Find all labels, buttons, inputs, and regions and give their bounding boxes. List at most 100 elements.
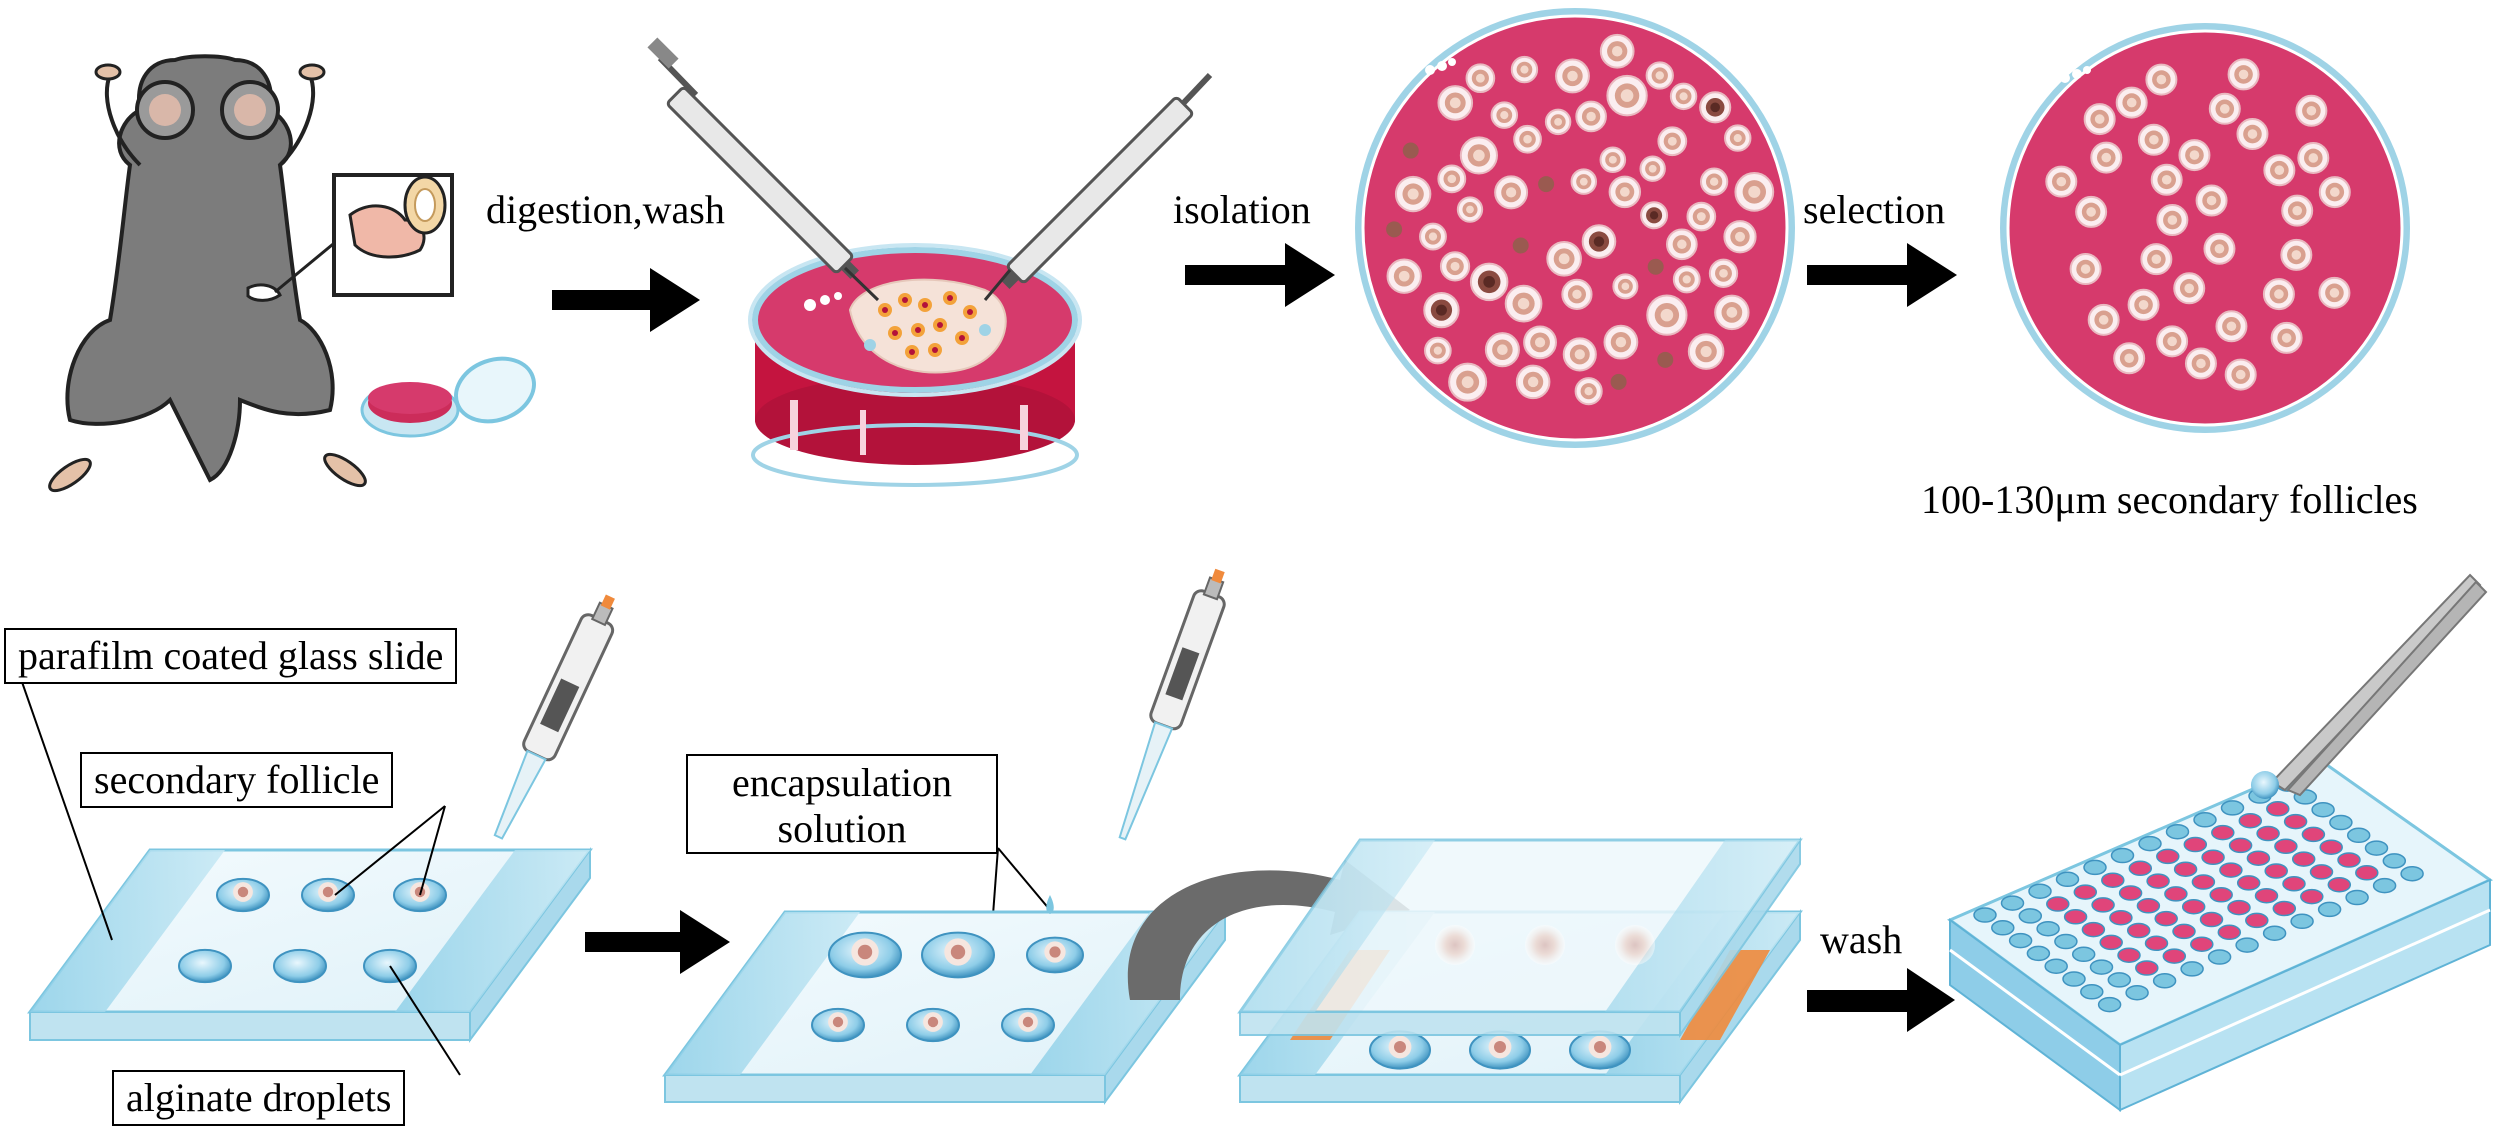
well-icon xyxy=(2026,945,2051,962)
follicle-icon xyxy=(1734,171,1775,212)
well-icon xyxy=(2080,984,2104,1000)
follicle-icon xyxy=(1606,74,1648,117)
alginate-droplet-icon xyxy=(301,877,355,913)
follicle-icon xyxy=(1437,85,1474,121)
follicle-icon xyxy=(1672,265,1701,294)
well-icon xyxy=(2317,901,2342,918)
follicle-icon xyxy=(1494,175,1529,210)
well-icon xyxy=(2073,884,2098,900)
well-icon xyxy=(2101,872,2125,888)
well-icon xyxy=(2400,865,2424,882)
follicle-icon xyxy=(2227,58,2260,91)
follicle-icon xyxy=(1640,201,1669,230)
follicle-icon xyxy=(1439,251,1471,282)
pipette-icon xyxy=(1118,568,1226,841)
well-icon xyxy=(2309,864,2334,880)
well-icon xyxy=(2274,838,2298,855)
callout-parafilm: parafilm coated glass slide xyxy=(4,628,458,684)
well-icon xyxy=(2180,961,2204,977)
well-icon xyxy=(2173,861,2198,877)
well-icon xyxy=(2190,936,2214,952)
oocyte-icon xyxy=(1647,258,1664,275)
follicle-icon xyxy=(2045,165,2078,198)
well-icon xyxy=(2246,850,2271,866)
follicle-icon xyxy=(1639,155,1666,182)
follicle-icon xyxy=(2295,94,2328,127)
follicle-icon xyxy=(2090,141,2123,174)
callout-alginate: alginate droplets xyxy=(112,1070,406,1126)
well-icon xyxy=(2164,886,2188,902)
follicle-icon xyxy=(2087,303,2120,336)
well-icon xyxy=(2083,859,2107,876)
follicle-icon xyxy=(1386,258,1422,294)
callout-encapsulation-line1: encapsulation xyxy=(732,760,952,805)
well-icon xyxy=(2264,863,2288,879)
well-icon xyxy=(2028,883,2052,899)
well-icon xyxy=(2227,899,2251,916)
follicle-icon xyxy=(1423,291,1460,329)
follicle-icon xyxy=(1484,332,1520,368)
follicle-icon xyxy=(1708,258,1739,288)
follicle-icon xyxy=(1546,240,1582,277)
well-icon xyxy=(2228,837,2253,854)
follicle-icon xyxy=(2318,276,2351,309)
well-icon xyxy=(2046,896,2070,912)
well-icon xyxy=(1991,920,2015,936)
well-icon xyxy=(2081,921,2106,938)
follicle-icon xyxy=(1490,101,1519,129)
oocyte-icon xyxy=(1538,176,1555,193)
well-icon xyxy=(2071,946,2096,963)
callout-encapsulation-line2: solution xyxy=(777,806,907,851)
follicle-icon xyxy=(1581,224,1617,259)
well-icon xyxy=(2217,924,2242,941)
callout-encapsulation: encapsulation solution xyxy=(686,754,998,854)
alginate-droplet-icon xyxy=(273,948,327,984)
well-icon xyxy=(2291,851,2316,867)
follicle-icon xyxy=(2224,358,2257,391)
sandwich-droplets xyxy=(1369,1030,1631,1070)
follicle-icon xyxy=(2173,272,2206,305)
follicle-icon xyxy=(1561,278,1593,310)
well-icon xyxy=(2300,888,2324,905)
follicle-icon xyxy=(2262,278,2295,311)
well-icon xyxy=(2138,835,2162,852)
well-icon xyxy=(2238,812,2263,829)
alginate-droplet-icon xyxy=(811,1007,865,1043)
follicle-icon xyxy=(2195,184,2228,217)
well-icon xyxy=(2146,873,2170,889)
well-icon xyxy=(2162,948,2187,964)
alginate-droplet-icon xyxy=(1469,1030,1531,1070)
follicle-icon xyxy=(1599,146,1627,174)
follicle-icon xyxy=(1465,63,1496,94)
plate-wells xyxy=(1973,776,2424,1013)
arrow-isolation xyxy=(1185,243,1335,307)
follicle-icon xyxy=(1544,108,1572,136)
follicle-icon xyxy=(2318,176,2351,209)
follicle-icon xyxy=(1714,294,1750,331)
oocyte-icon xyxy=(1402,142,1419,159)
well-icon xyxy=(2272,900,2297,917)
follicle-icon xyxy=(1504,284,1543,323)
slide2-droplets xyxy=(811,931,1084,1043)
follicle-icon xyxy=(2203,232,2236,265)
step-label-isolation: isolation xyxy=(1173,187,1311,232)
well-icon xyxy=(2319,839,2343,855)
well-icon xyxy=(2364,840,2389,856)
follicle-icon xyxy=(1469,262,1509,302)
follicle-icon xyxy=(1612,273,1639,300)
isolation-follicles xyxy=(1386,33,1775,406)
step-label-digestion: digestion,wash xyxy=(486,187,725,232)
follicle-icon xyxy=(1575,100,1607,133)
well-icon xyxy=(2346,827,2371,844)
alginate-droplet-icon xyxy=(1026,936,1084,974)
well-icon xyxy=(2107,972,2132,988)
follicle-icon xyxy=(2127,288,2160,321)
syringe-icon xyxy=(647,37,880,302)
follicle-icon xyxy=(2270,321,2303,354)
glass-slide-icon xyxy=(27,846,593,1044)
follicle-icon xyxy=(1646,294,1688,336)
follicle-icon xyxy=(2236,118,2269,151)
well-icon xyxy=(2062,971,2086,987)
follicle-icon xyxy=(2263,154,2296,187)
follicle-icon xyxy=(2281,194,2314,227)
